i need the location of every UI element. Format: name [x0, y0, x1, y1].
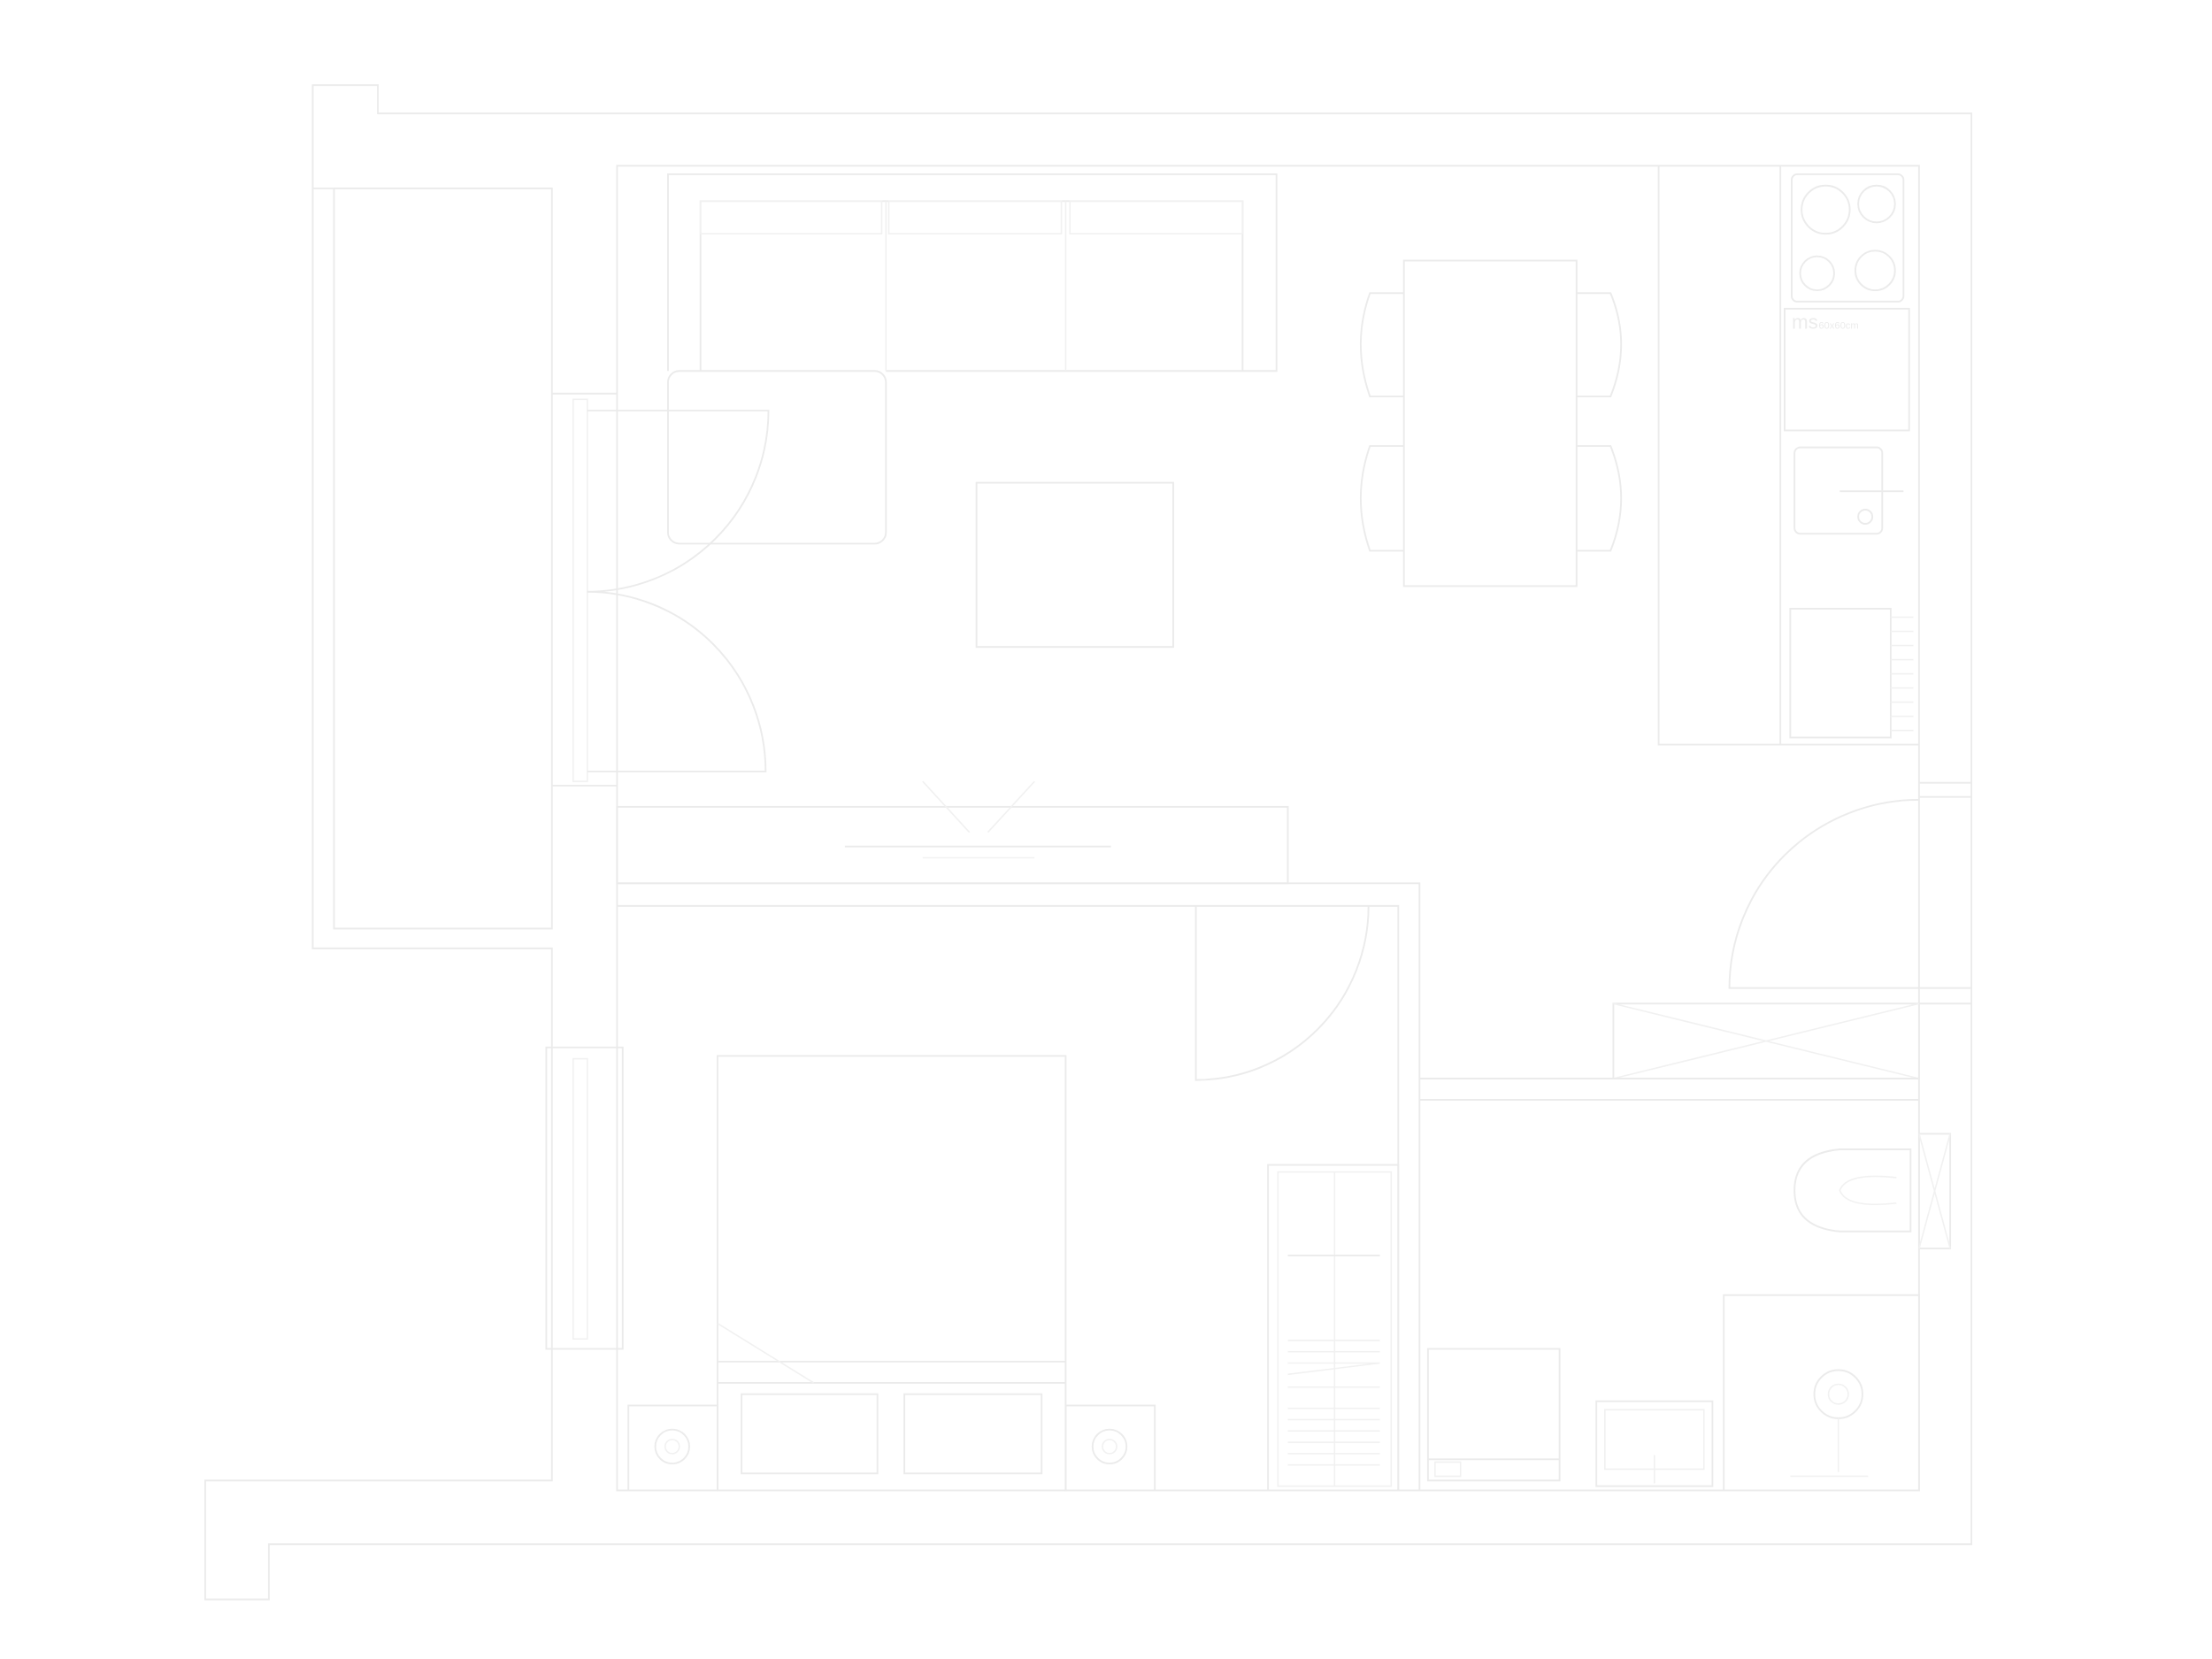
bedroom-window — [545, 1046, 624, 1350]
kitchen: ms 60x60cm — [1657, 165, 1919, 746]
nightstand-left — [627, 1404, 718, 1492]
washing-machine — [1426, 1348, 1561, 1482]
balcony-sliding-door — [551, 392, 770, 787]
sink — [1793, 446, 1904, 535]
fridge — [1789, 608, 1914, 739]
shower — [1723, 1294, 1920, 1492]
toilet — [1793, 1133, 1952, 1249]
hob — [1790, 173, 1905, 303]
washbasin — [1595, 1400, 1714, 1487]
oven: ms 60x60cm — [1783, 307, 1910, 432]
bed — [716, 1055, 1067, 1492]
bathroom — [1426, 1133, 1952, 1492]
entrance-door — [1728, 781, 1972, 1005]
dining-table — [1359, 259, 1623, 588]
wardrobe — [1267, 1164, 1400, 1492]
coffee-table — [975, 481, 1174, 649]
hall-closet — [1612, 1002, 1920, 1079]
nightstand-right — [1064, 1404, 1156, 1492]
oven-size: 60x60cm — [1818, 320, 1858, 331]
bedroom-door — [1194, 905, 1370, 1081]
balcony — [333, 187, 553, 930]
sofa — [666, 173, 1278, 545]
outer-wall — [204, 84, 1973, 1601]
oven-brand: ms — [1792, 311, 1818, 333]
tv-unit — [616, 780, 1289, 885]
